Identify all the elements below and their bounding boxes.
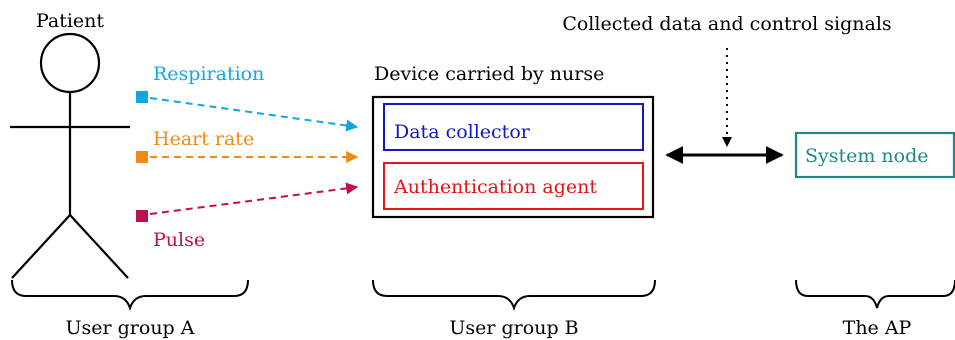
group-ap-brace bbox=[795, 279, 955, 309]
device-box bbox=[371, 95, 655, 219]
group-ap-label: The AP bbox=[843, 317, 912, 339]
system-node-label: System node bbox=[805, 145, 929, 167]
heart-rate-marker bbox=[136, 151, 148, 163]
data-collector-label: Data collector bbox=[394, 121, 531, 143]
patient-left-leg bbox=[11, 214, 71, 279]
patient-figure bbox=[10, 32, 130, 279]
respiration-arrow bbox=[149, 97, 359, 132]
pulse-arrow bbox=[149, 182, 359, 215]
link-caption: Collected data and control signals bbox=[562, 13, 891, 35]
respiration-marker bbox=[136, 91, 148, 103]
system-node-box bbox=[794, 131, 955, 179]
respiration-label: Respiration bbox=[153, 63, 264, 85]
auth-agent-box bbox=[383, 162, 644, 210]
patient-label: Patient bbox=[36, 10, 104, 32]
device-caption: Device carried by nurse bbox=[374, 63, 604, 85]
group-a-label: User group A bbox=[66, 317, 195, 339]
patient-head bbox=[39, 32, 101, 94]
group-b-brace bbox=[372, 279, 656, 312]
data-collector-box bbox=[383, 103, 644, 151]
pulse-label: Pulse bbox=[153, 229, 205, 251]
group-a-brace bbox=[11, 279, 249, 312]
auth-agent-label: Authentication agent bbox=[393, 176, 597, 198]
patient-right-leg bbox=[69, 214, 129, 279]
group-b-label: User group B bbox=[449, 317, 578, 339]
heart-rate-label: Heart rate bbox=[153, 128, 254, 150]
pulse-marker bbox=[136, 210, 148, 222]
